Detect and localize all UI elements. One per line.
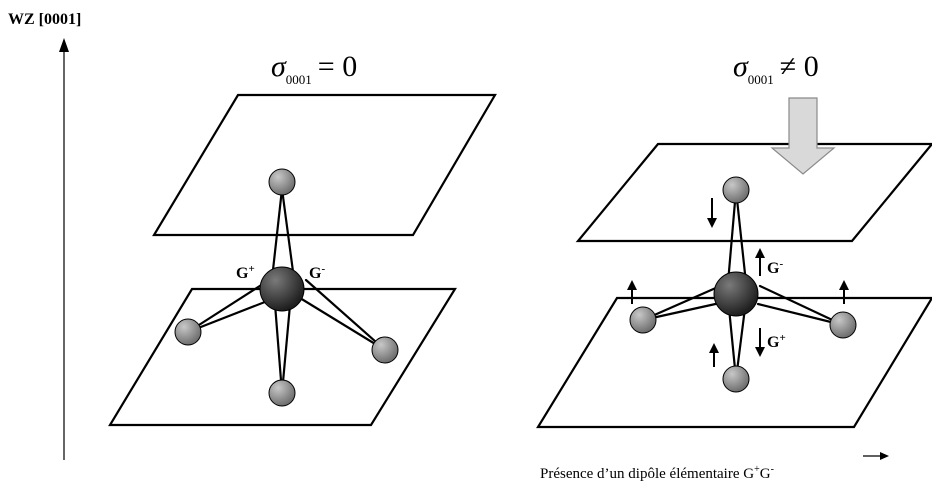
- right-atom-top: [722, 176, 750, 204]
- left-bond-left-1: [186, 280, 268, 334]
- right-label-g-minus: G-: [767, 258, 783, 277]
- right-bond-right-2: [756, 302, 845, 327]
- right-heading-subscript: 0001: [748, 72, 774, 87]
- wz-axis-arrowhead: [59, 38, 69, 52]
- arrow-right-atom-up-head: [839, 280, 849, 290]
- left-bond-right-2: [298, 296, 387, 352]
- left-heading-relation: = 0: [318, 50, 357, 83]
- arrow-bottom-atom-up-head: [709, 343, 719, 353]
- arrow-top-atom-down-head: [707, 218, 717, 228]
- right-atom-left: [629, 306, 657, 334]
- arrow-g-minus-up-head: [755, 248, 765, 258]
- right-atom-bottom: [722, 365, 750, 393]
- arrow-left-atom-up-head: [627, 280, 637, 290]
- left-bond-right-1: [304, 278, 387, 352]
- right-bond-top-1: [726, 188, 738, 285]
- left-atom-left: [174, 318, 202, 346]
- left-label-g-plus: G+: [236, 263, 255, 282]
- right-bond-left-1: [641, 285, 720, 322]
- arrow-g-plus-down-head: [755, 347, 765, 357]
- left-atom-bottom: [268, 379, 296, 407]
- left-label-g-minus: G-: [309, 263, 325, 282]
- right-heading-relation: ≠ 0: [780, 50, 819, 83]
- left-top-plane: [152, 93, 497, 237]
- left-heading: σ0001 = 0: [271, 50, 357, 87]
- right-top-plane: [575, 142, 932, 243]
- right-bond-right-1: [758, 284, 845, 327]
- left-heading-subscript: 0001: [286, 72, 312, 87]
- caption: Présence d’un dipôle élémentaire G+G-: [540, 464, 774, 482]
- caption-prefix: Présence d’un dipôle élémentaire: [540, 466, 743, 482]
- left-bond-top-2: [280, 187, 296, 281]
- left-bond-bottom-2: [280, 303, 292, 395]
- caption-vector-arrowhead: [880, 452, 889, 460]
- left-atom-center: [259, 266, 305, 312]
- left-bond-left-2: [186, 298, 272, 334]
- right-bonds: [641, 188, 845, 381]
- stress-arrow: [770, 97, 836, 175]
- caption-g1: G: [743, 466, 754, 482]
- right-label-g-plus: G+: [767, 332, 786, 351]
- left-atom-right: [371, 336, 399, 364]
- left-heading-sigma: σ: [271, 50, 287, 83]
- right-heading: σ0001 ≠ 0: [733, 50, 819, 87]
- right-atom-right: [829, 311, 857, 339]
- wz-axis-label: WZ [0001]: [8, 11, 81, 28]
- left-bonds: [186, 187, 387, 395]
- left-bond-bottom-1: [273, 302, 284, 395]
- right-atom-center: [713, 271, 759, 317]
- left-bond-top-1: [270, 187, 284, 281]
- right-heading-sigma: σ: [733, 50, 749, 83]
- right-bond-top-2: [734, 188, 748, 285]
- left-atom-top: [268, 168, 296, 196]
- displacement-arrows: [627, 198, 849, 367]
